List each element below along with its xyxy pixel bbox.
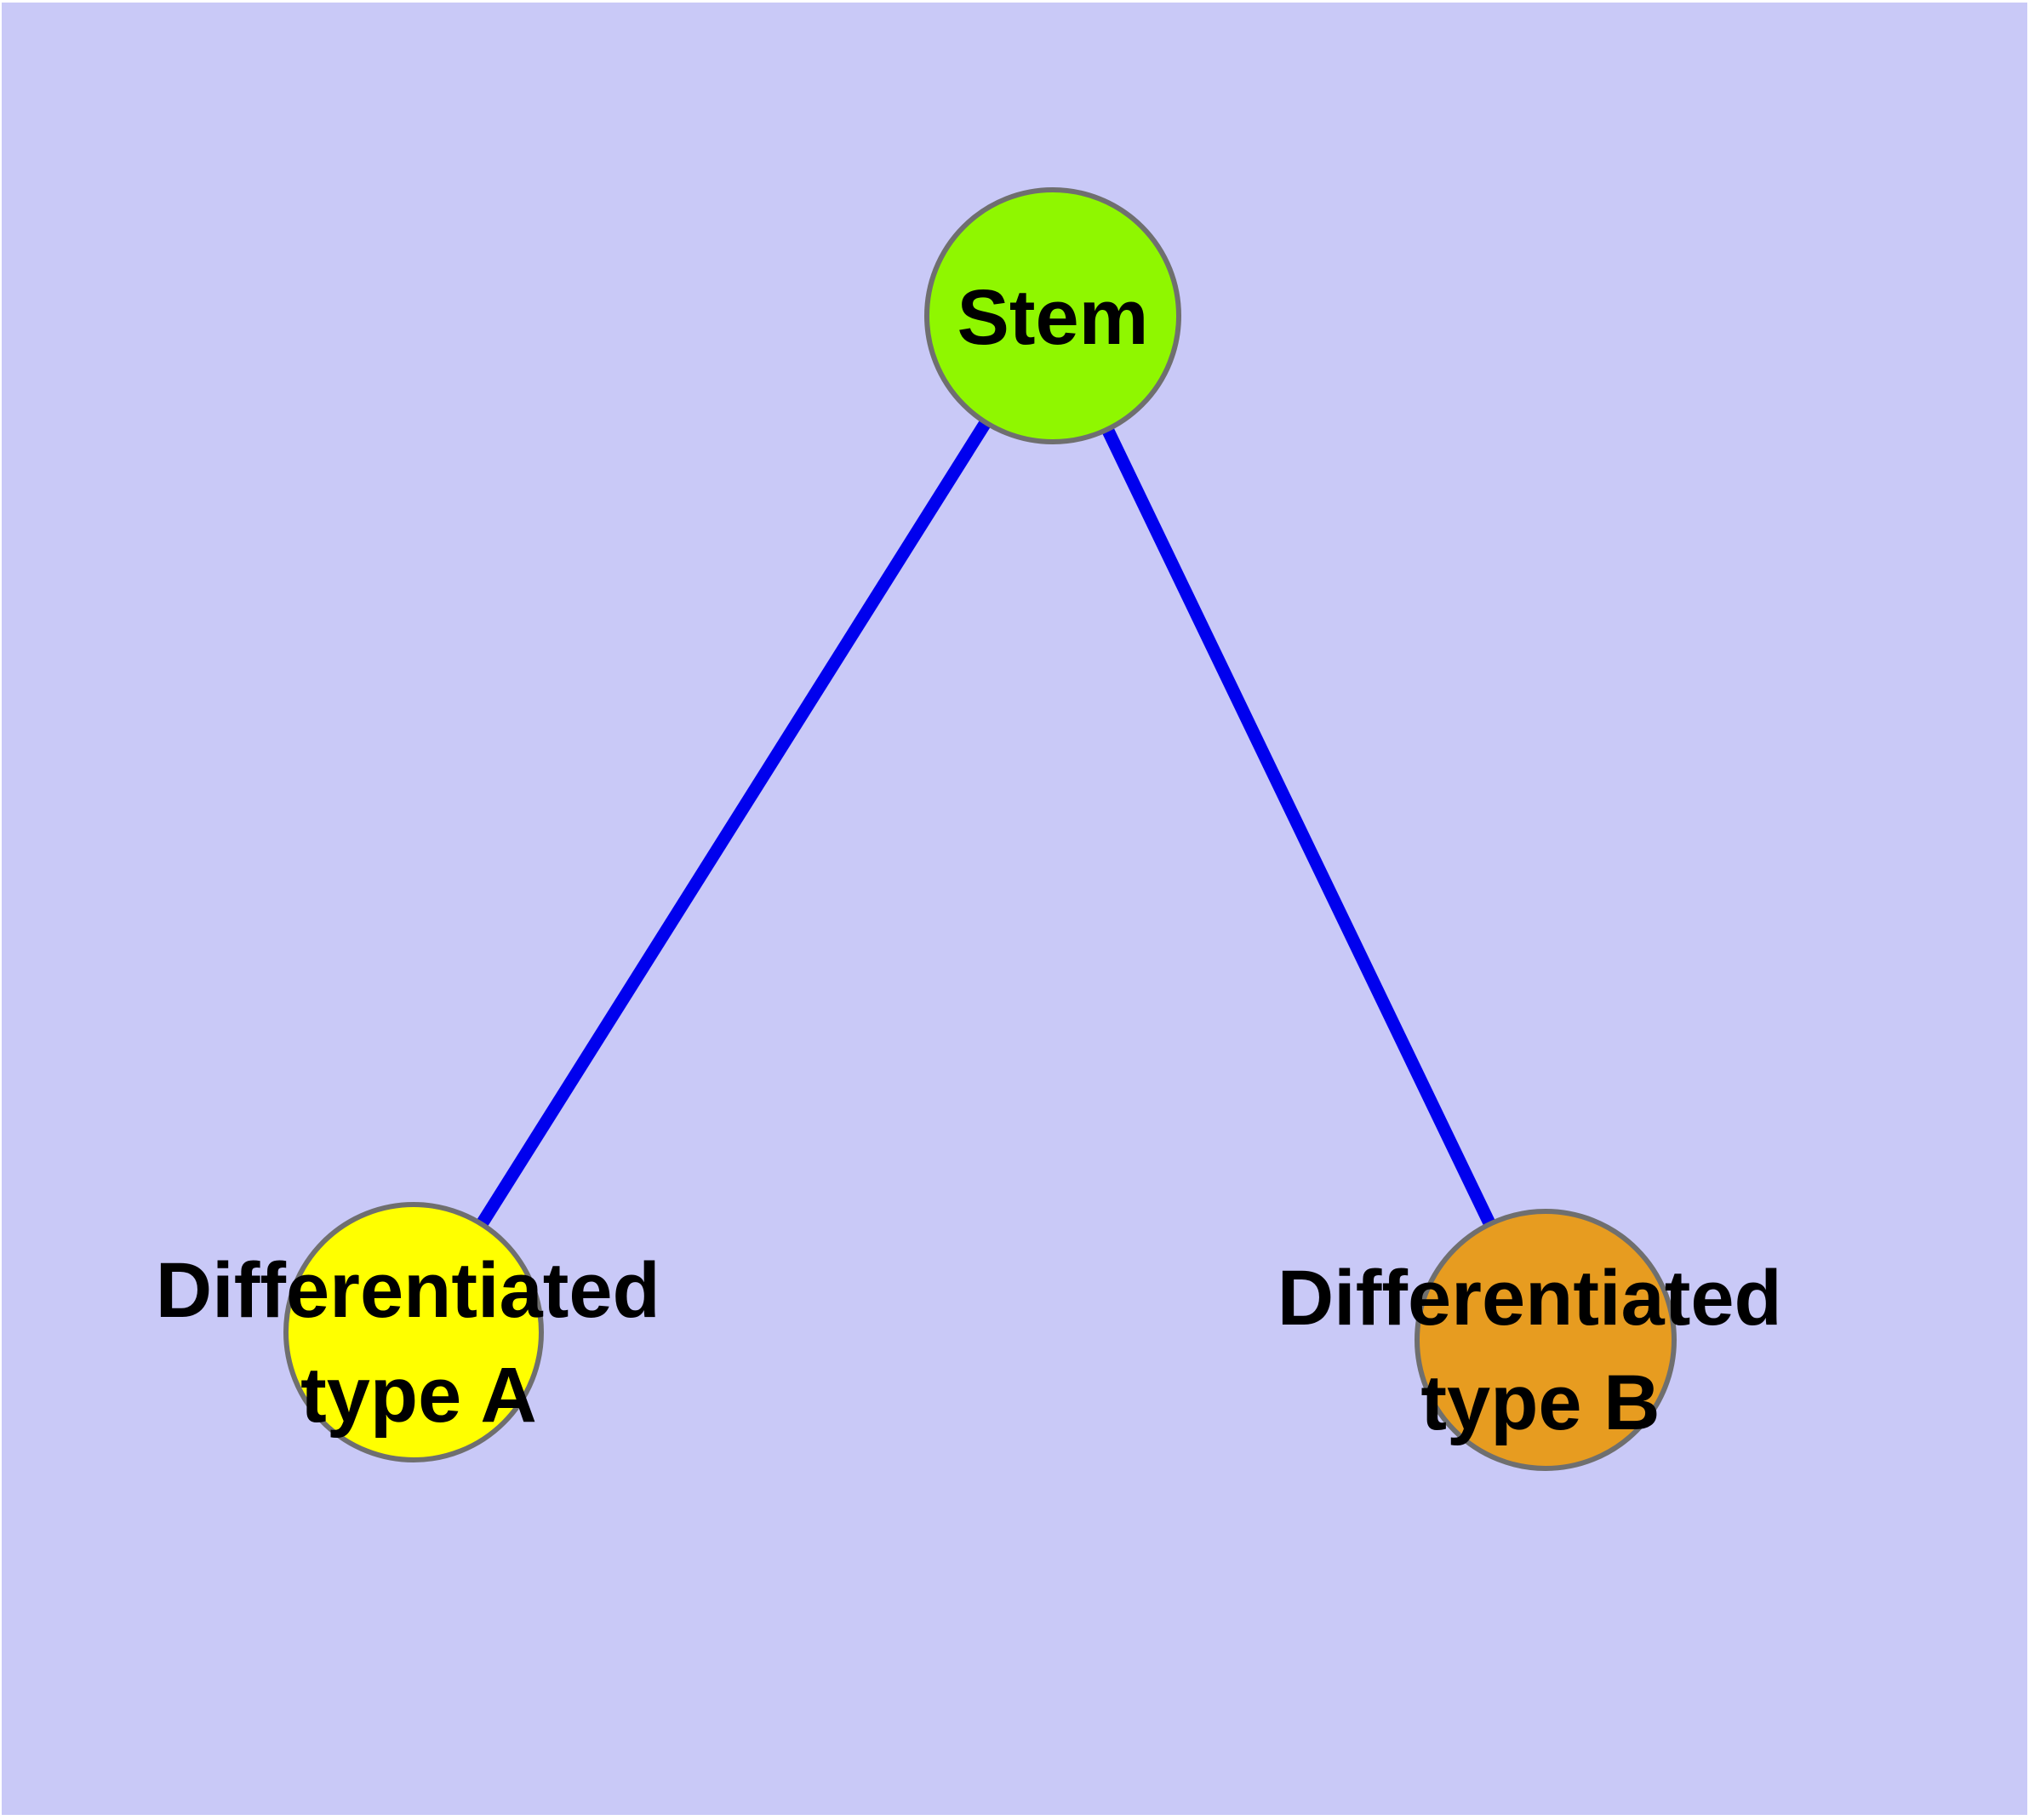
node-differentiated-type-b bbox=[1415, 1209, 1677, 1471]
edge-stem-to-type-b bbox=[1047, 312, 1552, 1343]
node-differentiated-type-a bbox=[283, 1202, 544, 1462]
edge-stem-to-type-a bbox=[408, 312, 1059, 1336]
label-line: Differentiated bbox=[156, 1247, 660, 1334]
node-label-differentiated-type-b: Differentiated type B bbox=[1277, 1255, 1804, 1446]
label-line: type A bbox=[300, 1352, 537, 1439]
node-stem bbox=[924, 187, 1181, 444]
label-line: type B bbox=[1420, 1359, 1660, 1446]
node-label-stem: Stem bbox=[957, 274, 1149, 361]
label-line: Differentiated bbox=[1277, 1255, 1782, 1342]
node-label-differentiated-type-a: Differentiated type A bbox=[156, 1247, 683, 1439]
